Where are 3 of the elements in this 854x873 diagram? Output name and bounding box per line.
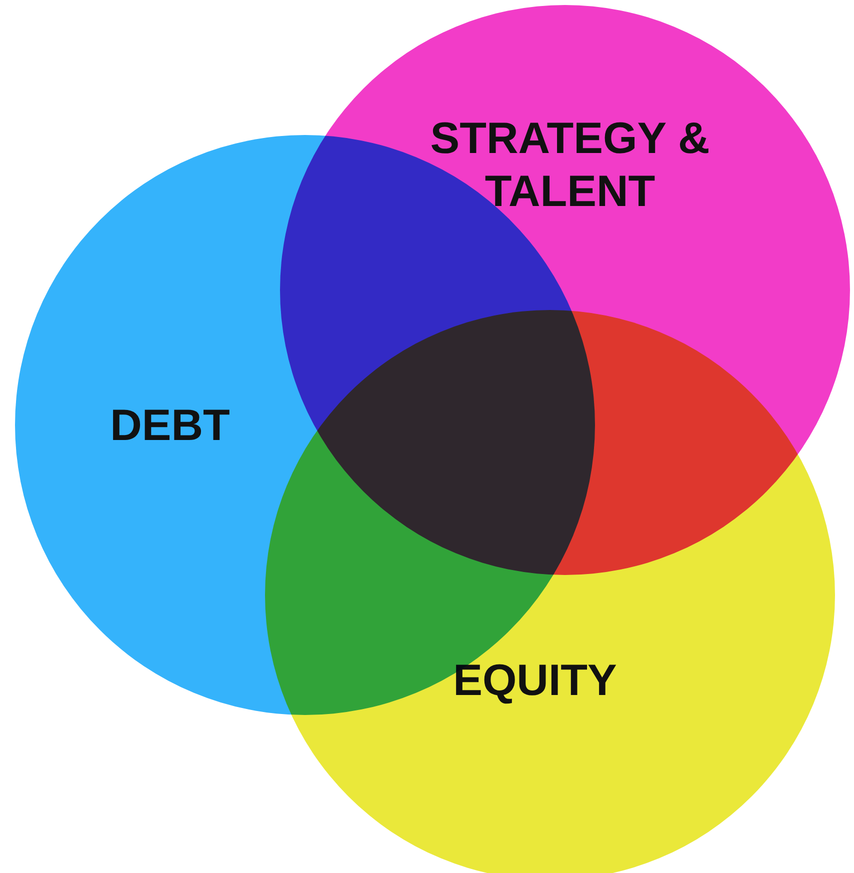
circle-label: STRATEGY & TALENT <box>429 113 711 218</box>
circle-label: EQUITY <box>452 655 618 707</box>
circle-label: DEBT <box>109 400 231 452</box>
